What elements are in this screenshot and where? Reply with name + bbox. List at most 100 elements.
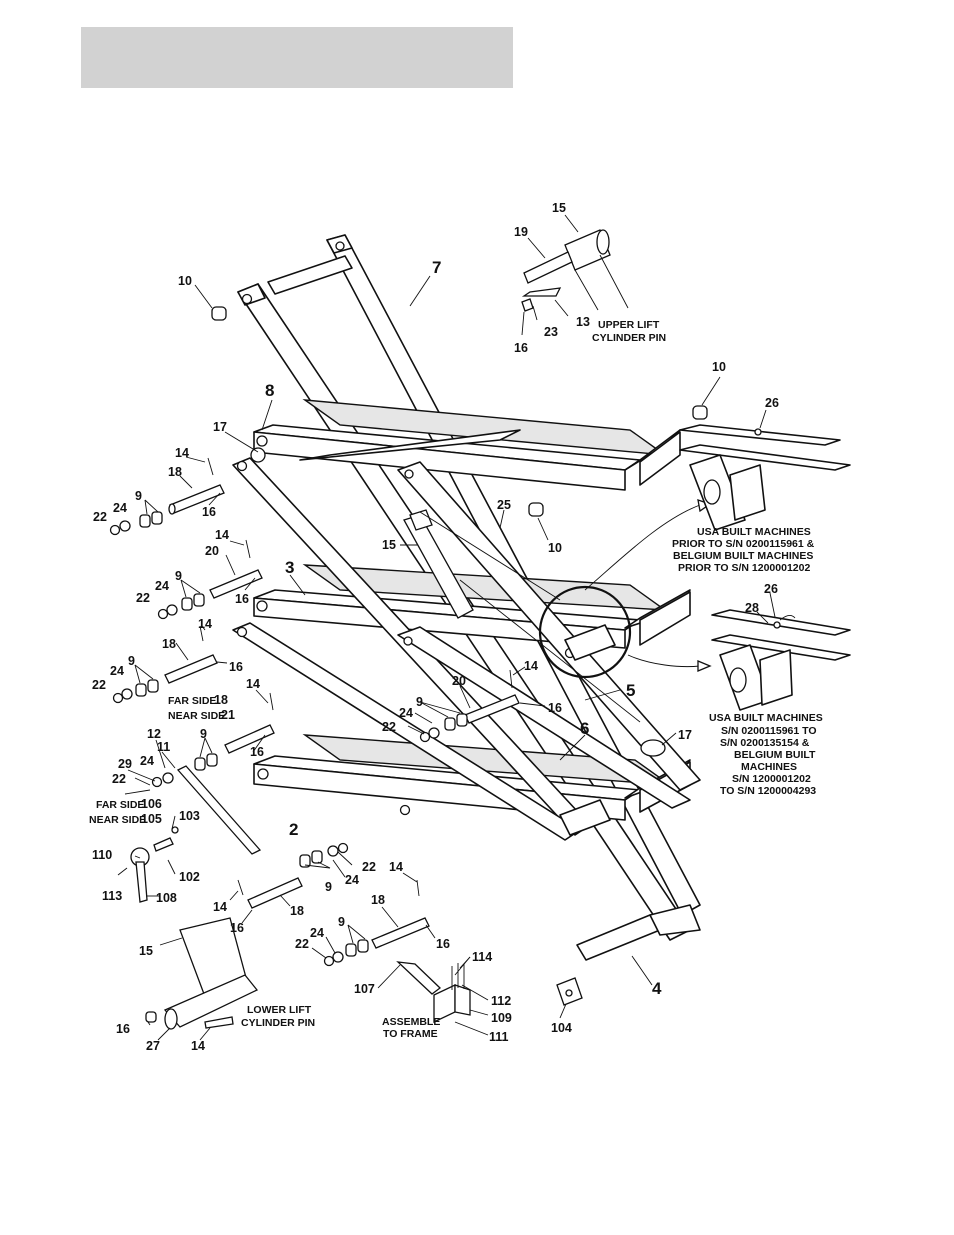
callout-22: 22 xyxy=(92,678,106,692)
callout-9: 9 xyxy=(135,489,142,503)
callout-2: 2 xyxy=(289,820,298,839)
svg-text:S/N 0200135154 &: S/N 0200135154 & xyxy=(720,737,810,749)
callout-21: 21 xyxy=(221,708,235,722)
svg-text:PRIOR TO S/N 0200115961 &: PRIOR TO S/N 0200115961 & xyxy=(672,538,815,550)
callout-4: 4 xyxy=(652,979,662,998)
header-band xyxy=(81,27,513,88)
callout-14: 14 xyxy=(213,900,227,914)
callout-9: 9 xyxy=(338,915,345,929)
arm-assembly-5-6 xyxy=(232,457,701,1006)
callout-14: 14 xyxy=(246,677,260,691)
callout-16: 16 xyxy=(436,937,450,951)
svg-text:USA BUILT MACHINES: USA BUILT MACHINES xyxy=(709,712,823,724)
callout-26: 26 xyxy=(764,582,778,596)
callout-29: 29 xyxy=(118,757,132,771)
far-side-label: FAR SIDE xyxy=(168,695,216,707)
callout-24: 24 xyxy=(399,706,413,720)
upper-lift-cylinder-pin-group xyxy=(521,229,629,312)
callout-15: 15 xyxy=(552,201,566,215)
callout-3: 3 xyxy=(285,558,294,577)
callout-14: 14 xyxy=(175,446,189,460)
callout-22: 22 xyxy=(382,720,396,734)
callout-6: 6 xyxy=(580,719,589,738)
callout-24: 24 xyxy=(345,873,359,887)
callout-24: 24 xyxy=(155,579,169,593)
callout-104: 104 xyxy=(551,1021,572,1035)
callout-102: 102 xyxy=(179,870,200,884)
callout-22: 22 xyxy=(136,591,150,605)
svg-text:UPPER LIFT: UPPER LIFT xyxy=(598,319,660,331)
callout-16: 16 xyxy=(548,701,562,715)
callout-16: 16 xyxy=(235,592,249,606)
callout-111: 111 xyxy=(489,1030,509,1044)
far-side-label: FAR SIDE xyxy=(96,799,144,811)
inset-detail-lower xyxy=(711,609,851,711)
callout-109: 109 xyxy=(491,1011,512,1025)
svg-text:S/N 0200115961 TO: S/N 0200115961 TO xyxy=(721,725,817,737)
callout-7: 7 xyxy=(432,258,441,277)
callout-14: 14 xyxy=(389,860,403,874)
callout-9: 9 xyxy=(175,569,182,583)
callout-16: 16 xyxy=(202,505,216,519)
lift-cylinder xyxy=(403,509,561,619)
callout-18: 18 xyxy=(214,693,228,707)
svg-text:BELGIUM BUILT: BELGIUM BUILT xyxy=(734,749,816,761)
pins-and-bushings xyxy=(109,306,708,967)
near-side-label: NEAR SIDE xyxy=(89,814,146,826)
note-usa-range: USA BUILT MACHINES S/N 0200115961 TO S/N… xyxy=(709,712,823,797)
callout-14: 14 xyxy=(215,528,229,542)
callout-20: 20 xyxy=(452,674,466,688)
callout-9: 9 xyxy=(325,880,332,894)
svg-text:CYLINDER PIN: CYLINDER PIN xyxy=(592,332,666,344)
callout-19: 19 xyxy=(514,225,528,239)
svg-text:CYLINDER PIN: CYLINDER PIN xyxy=(241,1017,315,1029)
callout-103: 103 xyxy=(179,809,200,823)
callout-10: 10 xyxy=(548,541,562,555)
callout-24: 24 xyxy=(113,501,127,515)
callout-18: 18 xyxy=(371,893,385,907)
callout-22: 22 xyxy=(112,772,126,786)
inset-detail-upper xyxy=(679,424,851,531)
callout-17: 17 xyxy=(678,728,692,742)
callout-16: 16 xyxy=(116,1022,130,1036)
svg-text:TO S/N 1200004293: TO S/N 1200004293 xyxy=(720,785,816,797)
callout-24: 24 xyxy=(310,926,324,940)
callout-105: 105 xyxy=(141,812,162,826)
callout-107: 107 xyxy=(354,982,375,996)
note-upper-pin: UPPER LIFT CYLINDER PIN xyxy=(592,319,666,344)
detail-highlight xyxy=(538,499,712,679)
callout-18: 18 xyxy=(290,904,304,918)
callout-8: 8 xyxy=(265,381,274,400)
callout-15: 15 xyxy=(139,944,153,958)
callout-10: 10 xyxy=(712,360,726,374)
callout-114: 114 xyxy=(472,950,492,964)
svg-text:S/N 1200001202: S/N 1200001202 xyxy=(732,773,811,785)
svg-text:MACHINES: MACHINES xyxy=(741,761,797,773)
callout-110: 110 xyxy=(92,848,112,862)
callout-22: 22 xyxy=(93,510,107,524)
svg-text:BELGIUM BUILT MACHINES: BELGIUM BUILT MACHINES xyxy=(673,550,813,562)
callout-22: 22 xyxy=(295,937,309,951)
lower-lift-cylinder-pin-group xyxy=(145,917,259,1030)
callout-16: 16 xyxy=(514,341,528,355)
callout-14: 14 xyxy=(198,617,212,631)
leader-lines xyxy=(117,214,776,1041)
svg-text:TO FRAME: TO FRAME xyxy=(383,1028,438,1040)
callout-18: 18 xyxy=(162,637,176,651)
svg-text:LOWER LIFT: LOWER LIFT xyxy=(247,1004,312,1016)
limit-switch-group xyxy=(130,826,179,903)
callout-14: 14 xyxy=(524,659,538,673)
callout-108: 108 xyxy=(156,891,177,905)
callout-15: 15 xyxy=(382,538,396,552)
callout-20: 20 xyxy=(205,544,219,558)
callout-12: 12 xyxy=(147,727,161,741)
callout-112: 112 xyxy=(491,994,511,1008)
arm-assembly-3 xyxy=(253,564,691,649)
callout-10: 10 xyxy=(178,274,192,288)
callout-27: 27 xyxy=(146,1039,160,1053)
callout-25: 25 xyxy=(497,498,511,512)
callout-9: 9 xyxy=(128,654,135,668)
callout-24: 24 xyxy=(140,754,154,768)
callout-labels: 15 19 23 13 16 7 10 10 26 10 8 17 14 18 … xyxy=(89,201,779,1053)
